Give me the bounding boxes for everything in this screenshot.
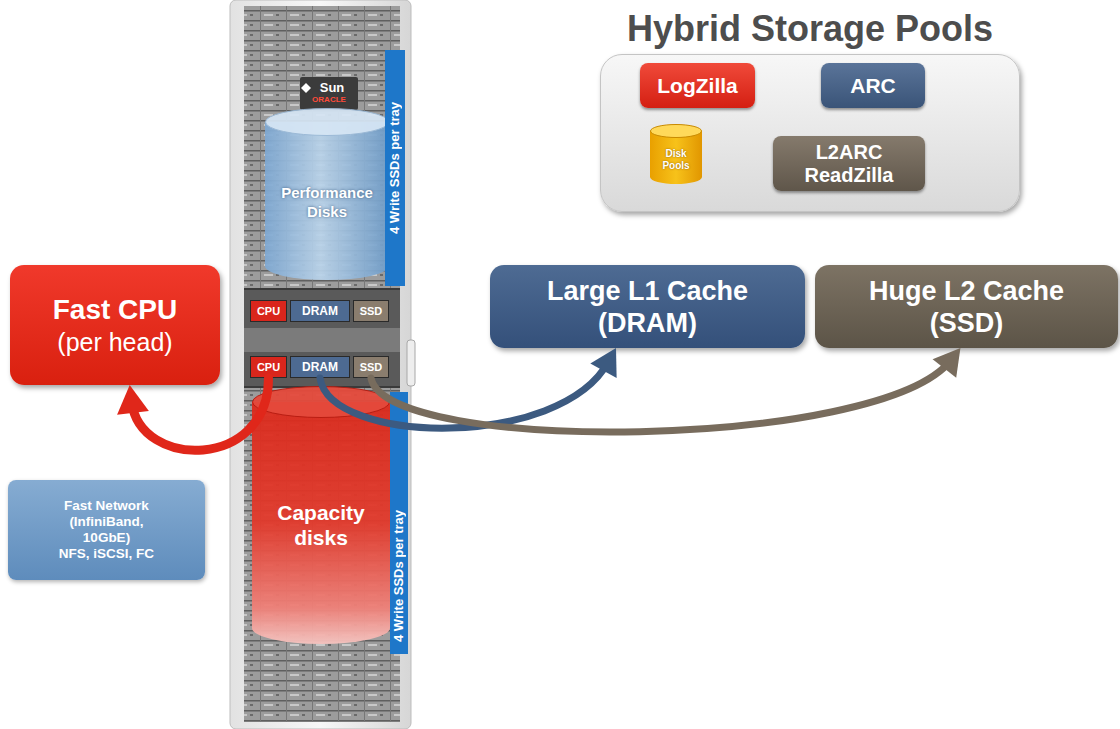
ssd-band: 4 Write SSDs per tray [385, 50, 405, 286]
cpu-chip: CPU [250, 300, 287, 322]
logo-plate [300, 77, 358, 110]
cylinder-top [651, 125, 702, 138]
curved-arrow [117, 378, 268, 450]
node-label: Performance Disks [269, 183, 385, 221]
arrow-line [132, 378, 269, 450]
cylinder-top [266, 109, 389, 136]
head-separator [244, 328, 400, 352]
pool-box: LogZilla [640, 63, 755, 108]
curved-arrow [371, 348, 960, 432]
node-label: DRAM [302, 361, 338, 374]
cylinder-body [252, 402, 390, 644]
node-label: Large L1 Cache (DRAM) [508, 275, 787, 339]
node-label: CPU [257, 361, 280, 373]
ssd-band: 4 Write SSDs per tray [390, 392, 408, 654]
brand-logo: Sun [300, 80, 358, 95]
pool-box: ARC [821, 63, 925, 108]
pool-box: L2ARC ReadZilla [773, 136, 925, 191]
brand-logo: ORACLE [300, 95, 358, 105]
curved-arrow [320, 348, 617, 428]
arrow-head [933, 348, 961, 378]
storage-rack: SunORACLEPerformance Disks4 Write SSDs p… [228, 0, 413, 729]
rack-interior [244, 6, 400, 722]
disk-cylinder: Performance Disks [265, 108, 389, 280]
controller-heads [244, 290, 400, 388]
node-label: Capacity disks [258, 500, 384, 550]
tray-divider [244, 288, 400, 290]
node-label: Huge L2 Cache (SSD) [833, 275, 1100, 339]
node-label: NFS, iSCSI, FC [59, 546, 154, 562]
node-label: CPU [257, 305, 280, 317]
ssd-module: SSD [353, 300, 389, 322]
drive-trays [244, 6, 400, 722]
panel-title: Hybrid Storage Pools [627, 8, 993, 50]
disk-cylinder: Capacity disks [252, 386, 390, 644]
arrow-head [117, 385, 149, 415]
node-label: Fast Network (InfiniBand, 10GbE) [44, 498, 169, 546]
node-label: L2ARC ReadZilla [781, 141, 917, 187]
node-label: 4 Write SSDs per tray [391, 510, 407, 642]
feature-box: Huge L2 Cache (SSD) [815, 265, 1118, 348]
node-label: 4 Write SSDs per tray [387, 102, 403, 234]
dram-module: DRAM [290, 300, 350, 322]
feature-box: Fast CPU(per head) [10, 265, 220, 385]
node-label: Disk Pools [657, 148, 695, 172]
arrow-line [371, 360, 951, 432]
disk-cylinder: Disk Pools [650, 124, 702, 184]
cylinder-body [265, 122, 389, 280]
node-label: (per head) [57, 327, 172, 357]
logo-diamond [301, 83, 311, 93]
rack-handle [407, 340, 415, 386]
arrow-head [590, 348, 616, 378]
cylinder-body [650, 131, 702, 184]
node-label: ARC [850, 73, 896, 98]
feature-box: Large L1 Cache (DRAM) [490, 265, 805, 348]
panel-group: Hybrid Storage PoolsLogZilla ARC Disk Pool… [596, 8, 1024, 214]
node-label: SSD [360, 305, 383, 317]
network-box: Fast Network (InfiniBand, 10GbE)NFS, iSC… [8, 480, 205, 580]
rack-frame [230, 0, 411, 729]
node-label: Fast CPU [53, 293, 177, 327]
node-label: DRAM [302, 305, 338, 318]
node-label: SSD [360, 361, 383, 373]
node-label: LogZilla [657, 73, 738, 98]
